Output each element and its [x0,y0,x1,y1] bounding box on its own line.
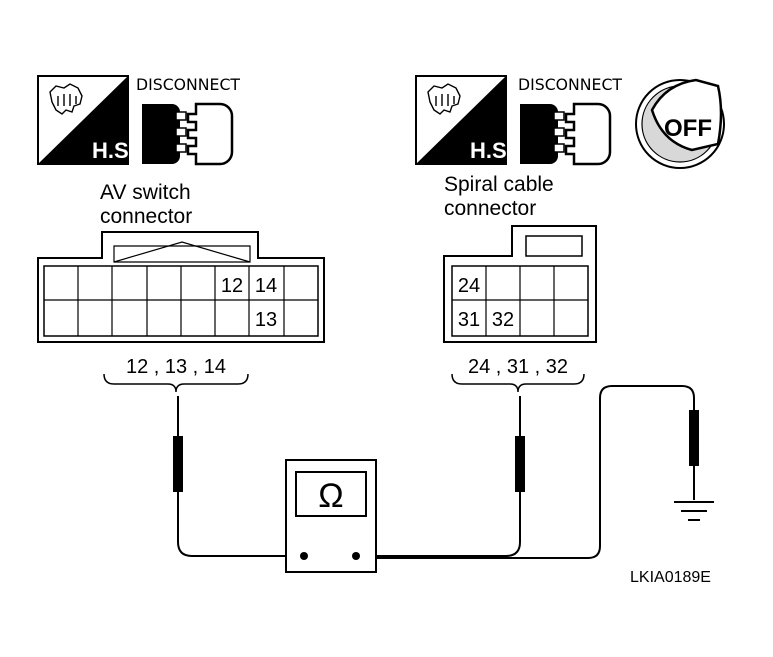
right-disconnect-label: DISCONNECT [518,75,622,94]
right-pin-caption: 24 , 31 , 32 [468,356,568,378]
left-hands-icon: H.S. [37,75,135,165]
left-pin-caption: 12 , 13 , 14 [126,356,226,378]
middle-probe-icon [515,396,525,492]
right-brace [451,373,585,393]
left-disconnect-icon: DISCONNECT [136,75,240,166]
left-pin-14: 14 [255,275,277,297]
figure-id: LKIA0189E [630,569,711,586]
right-hands-icon: H.S. [415,75,513,165]
ohmmeter-icon [285,459,377,573]
right-disconnect-icon: DISCONNECT [518,75,622,166]
right-pin-31: 31 [458,309,480,331]
test-leads [177,385,695,559]
svg-text:H.S.: H.S. [470,138,513,163]
ground-icon [674,501,714,521]
ohm-symbol: Ω [318,477,343,515]
left-connector-title-2: connector [100,205,192,228]
left-connector-title-1: AV switch [100,181,191,204]
ignition-off-icon: OFF [635,78,725,169]
left-probe-icon [173,396,183,492]
right-connector-title-2: connector [444,197,536,220]
left-pin-12: 12 [221,275,243,297]
ignition-off-label: OFF [664,115,712,142]
av-switch-connector [37,231,325,343]
svg-text:H.S.: H.S. [92,138,135,163]
left-pin-13: 13 [255,309,277,331]
spiral-cable-connector [443,225,597,343]
right-pin-24: 24 [458,275,480,297]
right-connector-title-1: Spiral cable [444,173,554,196]
left-brace [103,373,249,393]
ground-probe-icon [689,410,699,500]
left-disconnect-label: DISCONNECT [136,75,240,94]
right-pin-32: 32 [492,309,514,331]
